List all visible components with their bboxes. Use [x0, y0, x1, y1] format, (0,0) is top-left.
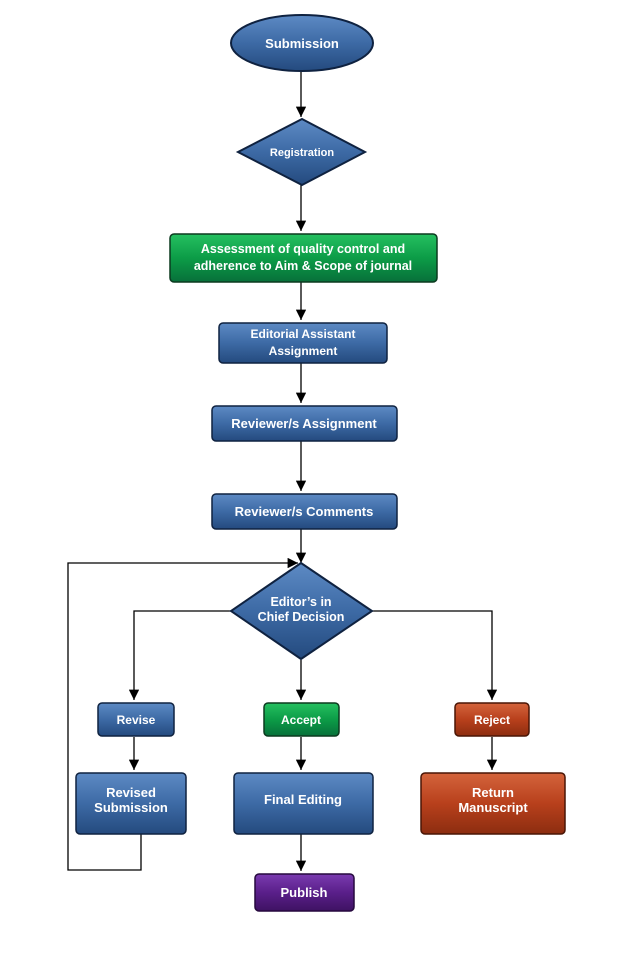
return-manuscript-label-line1: Return	[472, 785, 514, 800]
editorial-assistant-label-line1: Editorial Assistant	[251, 327, 356, 341]
node-registration: Registration	[235, 117, 368, 187]
reviewer-assignment-label: Reviewer/s Assignment	[231, 416, 377, 431]
revise-label: Revise	[117, 713, 156, 727]
node-revised-submission: Revised Submission	[75, 772, 187, 835]
return-manuscript-label-line2: Manuscript	[458, 800, 528, 815]
node-final-editing: Final Editing	[233, 772, 374, 835]
revised-submission-label-line2: Submission	[94, 800, 168, 815]
edge-revised-submission-loop	[67, 557, 298, 871]
node-reviewer-assignment: Reviewer/s Assignment	[211, 405, 398, 442]
submission-label: Submission	[265, 36, 339, 51]
accept-label: Accept	[281, 713, 321, 727]
edge-decision-revise	[128, 610, 231, 700]
node-editor-decision: Editor’s in Chief Decision	[229, 561, 374, 661]
node-accept: Accept	[263, 702, 340, 737]
connectors	[67, 72, 498, 871]
assessment-label-line2: adherence to Aim & Scope of journal	[194, 259, 412, 273]
revised-submission-label-line1: Revised	[106, 785, 156, 800]
final-editing-label: Final Editing	[264, 792, 342, 807]
editor-decision-label-line2: Chief Decision	[258, 610, 345, 624]
node-assessment: Assessment of quality control and adhere…	[169, 233, 438, 283]
publish-label: Publish	[281, 885, 328, 900]
reject-label: Reject	[474, 713, 510, 727]
node-revise: Revise	[97, 702, 175, 737]
assessment-label-line1: Assessment of quality control and	[201, 242, 405, 256]
editorial-assistant-label-line2: Assignment	[269, 344, 338, 358]
registration-label: Registration	[270, 147, 334, 159]
node-submission: Submission	[230, 14, 374, 72]
editor-decision-label-line1: Editor’s in	[270, 595, 331, 609]
node-return-manuscript: Return Manuscript	[420, 772, 566, 835]
node-reject: Reject	[454, 702, 530, 737]
reviewer-comments-label: Reviewer/s Comments	[235, 504, 374, 519]
node-publish: Publish	[254, 873, 355, 912]
edge-decision-reject	[371, 610, 498, 700]
node-reviewer-comments: Reviewer/s Comments	[211, 493, 398, 530]
node-editorial-assistant: Editorial Assistant Assignment	[218, 322, 388, 364]
